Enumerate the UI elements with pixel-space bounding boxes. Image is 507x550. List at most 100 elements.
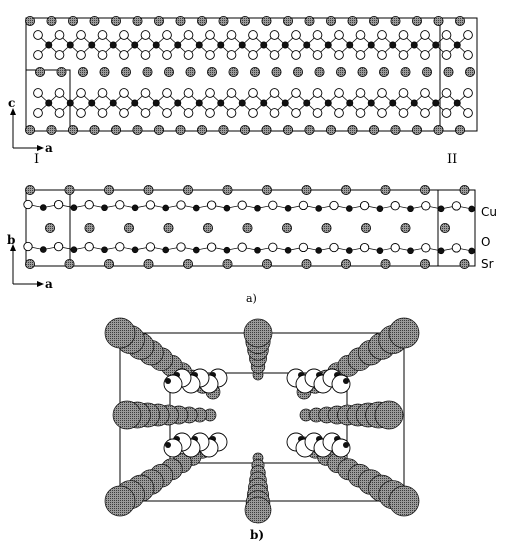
o-atom <box>145 200 156 210</box>
o-atom <box>206 242 217 252</box>
o-atom <box>312 108 323 118</box>
o-atom <box>53 199 64 210</box>
cu-atom <box>195 41 203 49</box>
sr-atom <box>459 184 470 195</box>
cu-atom <box>101 204 108 212</box>
o-atom <box>140 50 151 60</box>
cu-atom <box>315 247 323 254</box>
sr-atom <box>56 67 67 78</box>
o-atom <box>33 88 43 98</box>
cu-atom <box>238 41 246 49</box>
cu-atom <box>223 246 231 254</box>
o-atom <box>451 201 462 211</box>
o-atom <box>23 241 33 252</box>
o-atom <box>183 30 194 40</box>
o-atom <box>441 108 452 118</box>
o-atom <box>183 88 194 98</box>
sr-atom <box>368 125 379 136</box>
sr-atom <box>35 67 46 78</box>
o-atom-perspective <box>331 438 351 458</box>
o-atom <box>291 88 301 98</box>
sr-atom-perspective <box>104 485 136 517</box>
cu-atom <box>453 41 461 49</box>
cu-atom <box>324 41 332 49</box>
sr-atom <box>464 67 475 78</box>
sr-atom <box>419 184 430 195</box>
sr-atom <box>380 184 391 195</box>
o-atom <box>463 50 473 60</box>
sr-atom-perspective <box>112 400 142 430</box>
sr-atom <box>454 15 465 26</box>
cu-atom <box>281 99 289 107</box>
o-atom <box>140 30 151 40</box>
o-atom <box>463 88 473 98</box>
sr-atom <box>143 184 154 195</box>
sr-atom <box>433 15 444 26</box>
sr-atom <box>124 222 135 233</box>
sr-atom <box>340 258 351 269</box>
sr-atom <box>46 125 57 136</box>
sr-atom <box>347 15 358 26</box>
sr-atom <box>357 67 368 78</box>
sr-atom <box>222 258 233 269</box>
o-atom <box>334 108 344 118</box>
o-atom <box>162 108 172 118</box>
marker-I: I <box>34 152 40 167</box>
cu-atom-perspective <box>165 442 171 448</box>
sr-atom <box>196 15 207 26</box>
o-atom <box>205 50 215 60</box>
o-atom <box>54 108 65 118</box>
o-atom <box>97 50 108 60</box>
cu-atom <box>45 41 53 49</box>
o-atom <box>334 50 344 60</box>
cu-atom <box>70 246 78 253</box>
o-atom <box>269 108 280 118</box>
sr-atom <box>400 67 411 78</box>
o-atom <box>84 200 94 210</box>
o-atom <box>119 108 129 118</box>
sr-atom <box>282 125 293 136</box>
sr-atom <box>24 258 35 269</box>
cu-atom <box>345 247 353 254</box>
sr-atom <box>454 125 465 136</box>
sr-atom <box>304 15 315 26</box>
cu-atom <box>468 205 476 213</box>
o-atom <box>33 30 43 40</box>
o-atom <box>162 30 172 40</box>
o-atom <box>298 242 309 253</box>
sr-atom <box>228 67 239 78</box>
sr-atom <box>261 184 272 195</box>
o-atom <box>248 88 258 98</box>
axis-indicator-bottom <box>10 244 44 287</box>
sr-atom <box>261 258 272 269</box>
sr-atom <box>368 15 379 26</box>
o-atom <box>377 30 387 40</box>
o-atom <box>145 242 156 252</box>
sr-atom <box>335 67 346 78</box>
o-atom <box>162 88 172 98</box>
cu-atom <box>453 99 461 107</box>
sr-atom <box>261 125 272 136</box>
o-atom <box>269 88 280 98</box>
cu-atom <box>39 204 47 211</box>
sr-atom <box>196 125 207 136</box>
sr-atom <box>175 125 186 136</box>
cu-atom <box>410 99 418 107</box>
sr-atom <box>121 67 132 78</box>
caption-b: b) <box>250 528 265 542</box>
cu-atom <box>260 41 268 49</box>
sr-atom <box>182 184 193 195</box>
cu-atom <box>131 204 139 212</box>
cu-atom <box>39 246 47 253</box>
sr-atom <box>301 184 312 195</box>
sr-atom <box>153 125 164 136</box>
o-atom <box>140 88 151 98</box>
cu-atom <box>468 247 476 255</box>
o-atom <box>291 30 301 40</box>
sr-atom-perspective <box>388 317 420 349</box>
o-atom <box>420 30 430 40</box>
sr-atom <box>325 125 336 136</box>
cu-atom <box>254 246 261 254</box>
cu-atom <box>217 99 225 107</box>
